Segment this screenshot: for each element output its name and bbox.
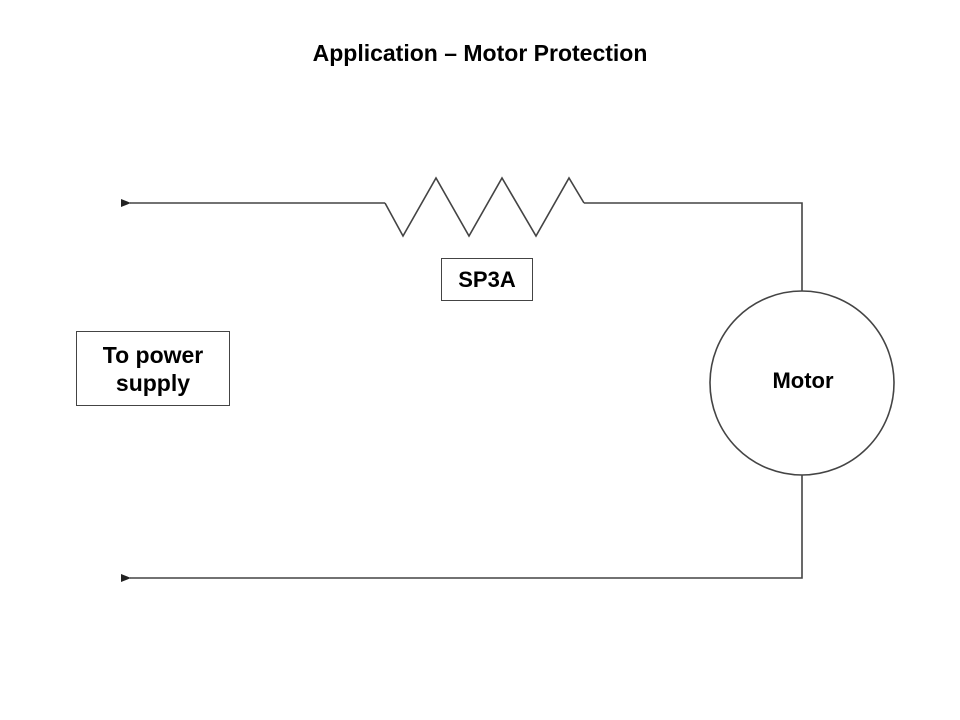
- motor-label: Motor: [772, 368, 834, 393]
- power-supply-label-line1: To power: [102, 341, 204, 368]
- top-wire-right: [584, 202, 803, 291]
- power-supply-label-line2: supply: [115, 369, 191, 396]
- diagram-title: Application – Motor Protection: [312, 40, 648, 66]
- resistor-label-box: SP3A: [441, 258, 533, 301]
- resistor-zigzag: [384, 176, 585, 238]
- power-supply-label-box: To power supply: [76, 331, 230, 406]
- resistor-label: SP3A: [458, 266, 516, 292]
- bottom-wire: [121, 475, 803, 582]
